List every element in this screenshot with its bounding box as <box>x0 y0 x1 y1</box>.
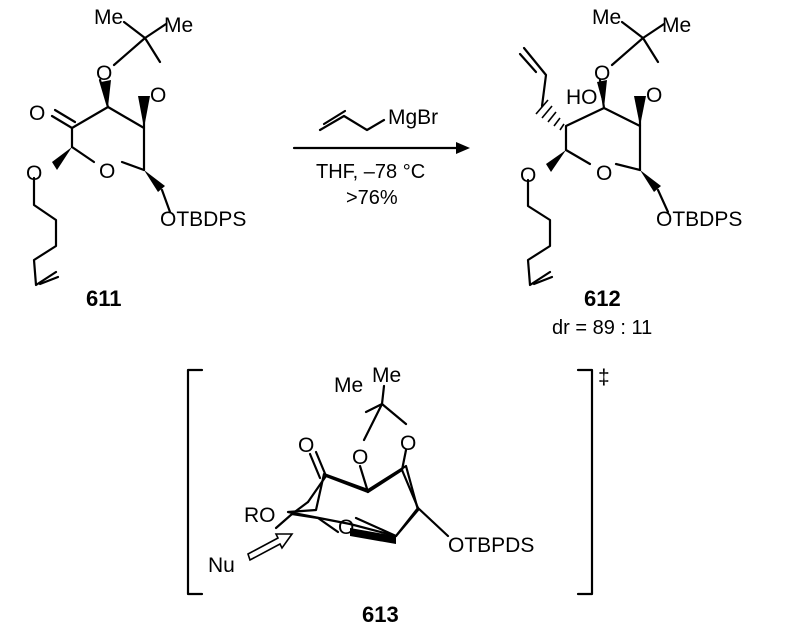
conditions-line1: THF, –78 °C <box>316 161 425 183</box>
ts-613: ‡ Me Me O O O O RO Nu <box>186 364 610 627</box>
arrow-head <box>456 142 470 154</box>
reagent-mgbr: MgBr <box>388 106 438 129</box>
613-label: 613 <box>362 602 399 627</box>
612-silyl-ether: OTBDPS <box>656 208 742 231</box>
ts-dagger: ‡ <box>598 366 610 389</box>
611-glycosidic-o: O <box>26 162 42 185</box>
611-label: 611 <box>86 286 122 311</box>
611-dioxolane-o1: O <box>96 62 112 85</box>
611-me2: Me <box>164 14 193 37</box>
612-dioxolane-o1: O <box>594 62 610 85</box>
611-me1: Me <box>94 6 123 29</box>
ts-left-bracket <box>186 368 204 596</box>
reaction-arrow-group: MgBr THF, –78 °C >76% <box>292 106 470 209</box>
612-glycosidic-o: O <box>520 164 536 187</box>
compound-611: O O O O Me Me O OTBDPS 611 <box>26 6 246 311</box>
conditions-line2: >76% <box>346 187 398 209</box>
612-dr: dr = 89 : 11 <box>552 317 652 339</box>
611-dioxolane-o2: O <box>150 84 166 107</box>
612-me1: Me <box>592 6 621 29</box>
611-silyl-ether: OTBDPS <box>160 208 246 231</box>
ts-nu: Nu <box>208 554 235 577</box>
612-label: 612 <box>584 286 621 311</box>
ts-me2: Me <box>372 364 401 387</box>
612-dioxolane-o2: O <box>646 84 662 107</box>
ts-ro: RO <box>244 504 276 527</box>
ts-dioxolane-o1: O <box>352 446 368 469</box>
ts-carbonyl-o: O <box>298 434 314 457</box>
ts-ring-o: O <box>338 516 354 539</box>
611-ring-o: O <box>99 160 115 183</box>
612-hydroxyl: HO <box>566 86 598 109</box>
611-carbonyl-o: O <box>29 102 45 125</box>
compound-612: HO O O O Me Me O OTBDPS 612 dr = 89 : 11 <box>518 6 742 339</box>
ts-silyl-ether: OTBPDS <box>448 534 534 557</box>
612-me2: Me <box>662 14 691 37</box>
612-hashed-bond <box>535 99 565 131</box>
612-ring-o: O <box>596 162 612 185</box>
ts-nu-attack-arrow <box>247 533 294 562</box>
ts-right-bracket <box>576 368 594 596</box>
ts-me1: Me <box>334 374 363 397</box>
ts-dioxolane-o2: O <box>400 432 416 455</box>
